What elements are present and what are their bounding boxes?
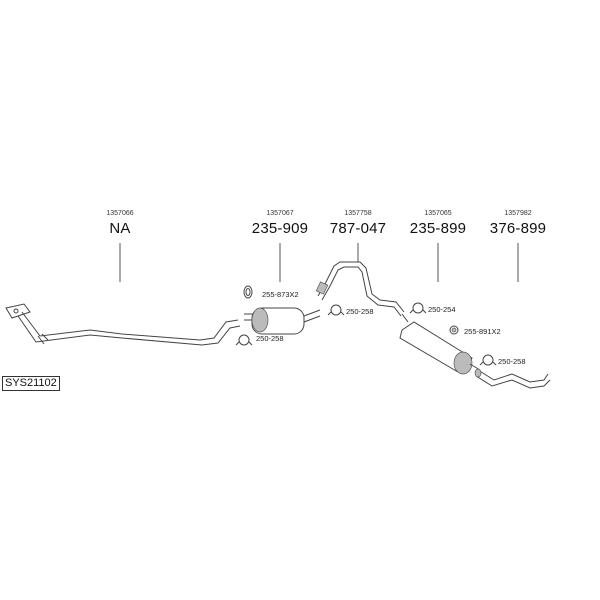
group-ref-tail-pipe: 1357982	[504, 210, 532, 217]
group-ref-front-pipe: 1357066	[106, 210, 134, 217]
group-ref-rear-muffler: 1357065	[424, 210, 452, 217]
accessory-label: 250-258	[498, 357, 526, 366]
system-code-label: SYS21102	[2, 376, 60, 391]
center-muffler-part	[244, 307, 321, 335]
group-ref-intermediate-pipe: 1357758	[344, 210, 372, 217]
accessory-label: 250-258	[346, 307, 374, 316]
accessory-label: 250-254	[428, 305, 456, 314]
group-code-front-pipe: NA	[109, 220, 131, 237]
group-code-center-muffler: 235-909	[251, 220, 309, 237]
accessory-label: 255-891X2	[464, 327, 501, 336]
group-ref-center-muffler: 1357067	[266, 210, 294, 217]
clamp-icon	[235, 334, 253, 346]
gasket-icon	[449, 325, 459, 335]
group-code-rear-muffler: 235-899	[409, 220, 467, 237]
accessory-label: 255-873X2	[262, 290, 299, 299]
tail-pipe-part	[474, 368, 551, 389]
gasket-icon	[243, 285, 253, 299]
accessory-label: 250-258	[256, 334, 284, 343]
group-code-tail-pipe: 376-899	[489, 220, 547, 237]
group-code-intermediate-pipe: 787-047	[329, 220, 387, 237]
front-pipe-part	[5, 303, 241, 346]
clamp-icon	[409, 302, 427, 314]
clamp-icon	[479, 354, 497, 366]
intermediate-pipe-part	[315, 261, 405, 317]
clamp-icon	[327, 304, 345, 316]
rear-muffler-part	[399, 313, 481, 375]
